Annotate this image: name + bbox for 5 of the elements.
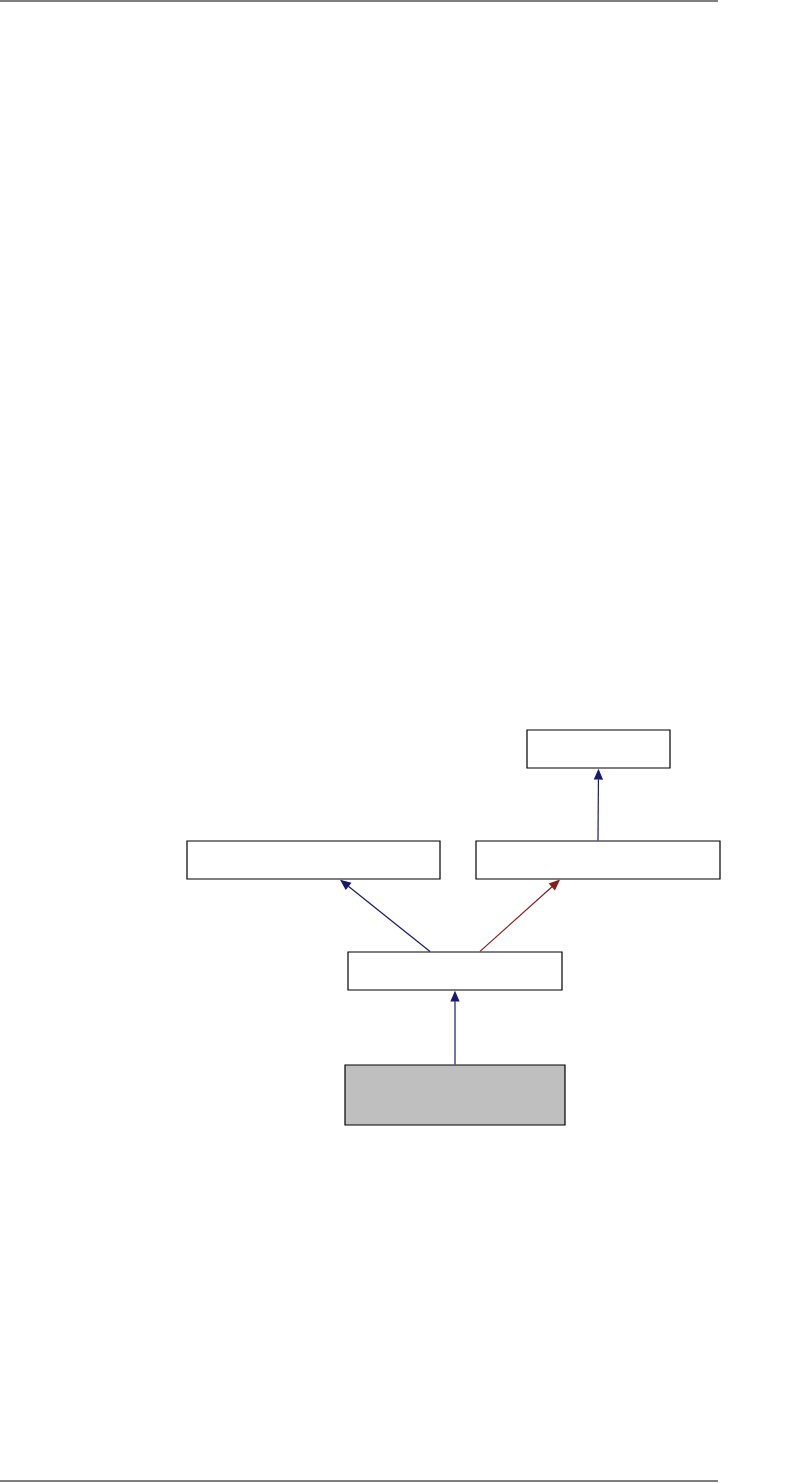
class-box xyxy=(526,729,671,769)
class-box xyxy=(347,951,563,991)
class-box xyxy=(344,1064,566,1126)
class-box xyxy=(475,840,721,880)
class-box xyxy=(186,840,441,880)
